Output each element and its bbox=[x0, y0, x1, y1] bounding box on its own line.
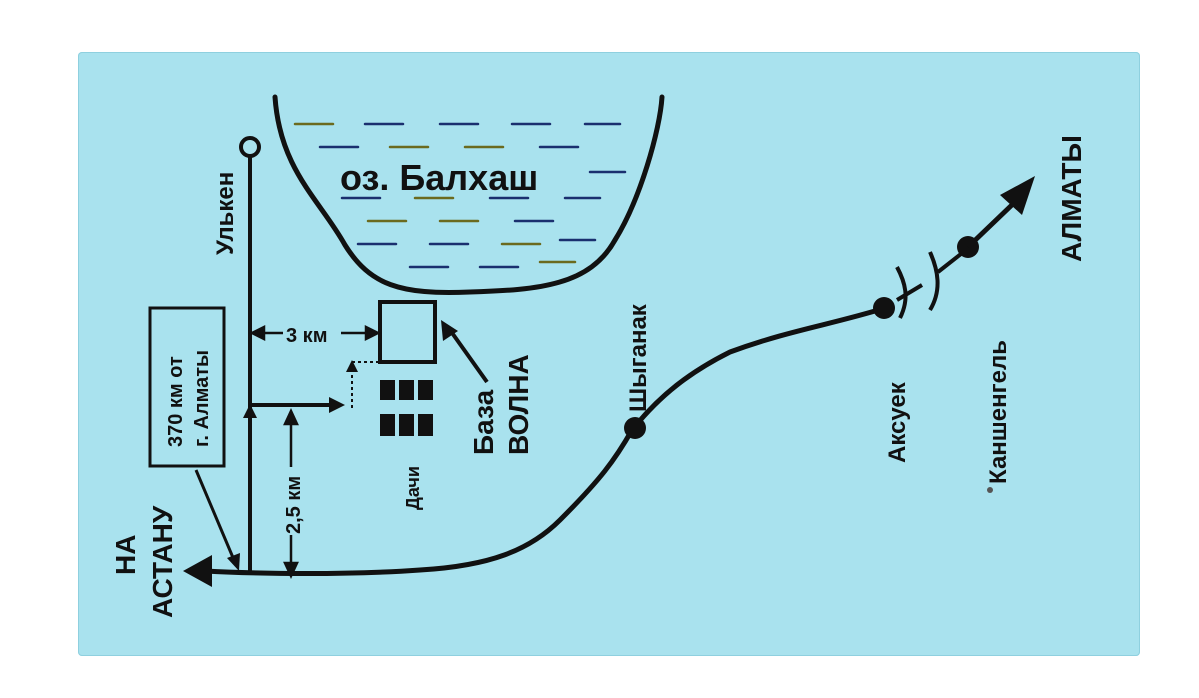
label-astanu: АСТАНУ bbox=[147, 505, 178, 618]
distance-pointer-arrowhead bbox=[227, 553, 240, 571]
dotted-path-to-base bbox=[351, 361, 378, 408]
road-break-mark-1 bbox=[895, 266, 908, 319]
label-dachi: Дачи bbox=[403, 466, 423, 510]
lake-water-dashes bbox=[293, 122, 627, 269]
shyganak-marker bbox=[624, 417, 646, 439]
label-3km: 3 км bbox=[286, 325, 327, 347]
almaty-arrowhead bbox=[1000, 176, 1035, 215]
astana-arrowhead bbox=[183, 555, 212, 587]
main-road bbox=[202, 305, 888, 576]
label-kanshengel: Каншенгель bbox=[985, 340, 1012, 484]
aksuek-marker bbox=[873, 297, 895, 319]
lake-shoreline bbox=[272, 94, 665, 295]
dim-3km-bg bbox=[283, 322, 341, 344]
base-volna-building bbox=[378, 300, 437, 364]
label-na: НА bbox=[110, 535, 141, 575]
speck bbox=[987, 487, 993, 493]
road-break-mark-2 bbox=[928, 251, 940, 312]
label-almaty: АЛМАТЫ bbox=[1056, 135, 1087, 262]
lake-label: оз. Балхаш bbox=[340, 157, 538, 198]
distance-box bbox=[148, 306, 226, 468]
ulken-marker bbox=[239, 136, 261, 158]
dim-2-5km-bg bbox=[279, 467, 303, 535]
dachas-blocks bbox=[380, 380, 433, 436]
ulken-road-arrowhead bbox=[243, 404, 257, 418]
almaty-road bbox=[966, 200, 1017, 249]
base-pointer-line bbox=[448, 328, 489, 384]
distance-pointer-line bbox=[194, 469, 236, 561]
road-break-line-1 bbox=[895, 283, 924, 302]
branch-road-arrow bbox=[329, 397, 345, 413]
label-volna: ВОЛНА bbox=[503, 354, 534, 455]
label-base: База bbox=[468, 389, 499, 455]
label-shyganak: Шыганак bbox=[625, 303, 652, 412]
base-pointer-arrowhead bbox=[441, 320, 458, 341]
label-distance-line2: г. Алматы bbox=[191, 350, 213, 447]
label-aksuek: Аксуек bbox=[884, 381, 911, 463]
label-2-5km: 2,5 км bbox=[283, 476, 305, 534]
label-ulken: Улькен bbox=[212, 172, 239, 255]
dotted-path-arrow bbox=[346, 360, 358, 372]
label-distance-line1: 370 км от bbox=[165, 356, 187, 447]
